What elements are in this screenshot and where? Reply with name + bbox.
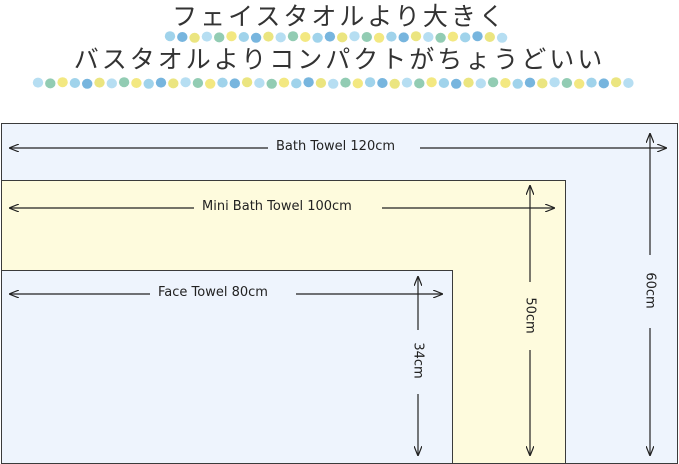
face-towel-height-label: 34cm (411, 341, 426, 381)
mini-bath-towel-width-label: Mini Bath Towel 100cm (202, 199, 352, 214)
face-towel-width-label: Face Towel 80cm (158, 285, 268, 300)
bath-towel-height-label: 60cm (643, 271, 658, 311)
bath-towel-width-label: Bath Towel 120cm (276, 139, 395, 154)
mini-bath-towel-height-label: 50cm (523, 296, 538, 336)
